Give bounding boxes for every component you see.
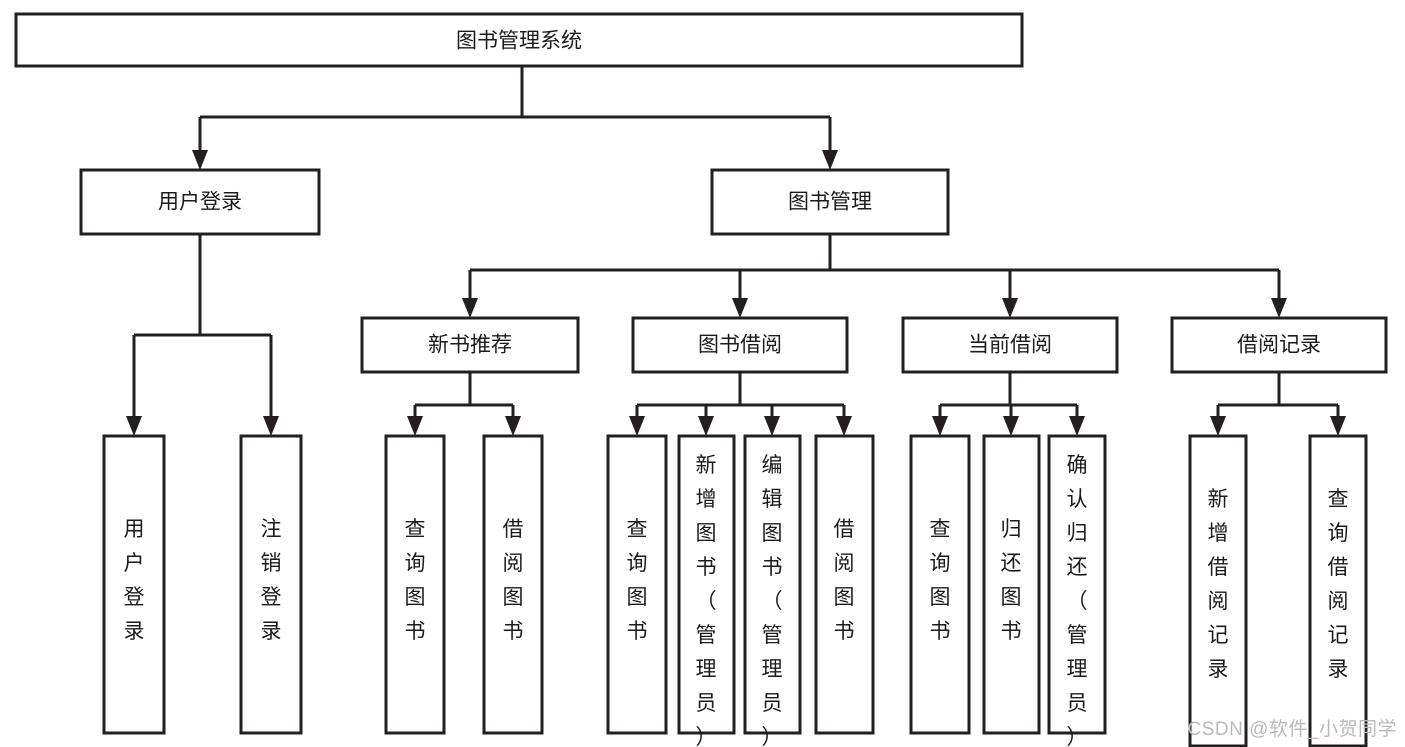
node-new-book-recommend-box[interactable] xyxy=(360,316,580,374)
node-leaf-borrow-book-1-label: 借阅图书 xyxy=(503,518,524,643)
node-leaf-logout-login-label: 注销登录 xyxy=(261,518,282,643)
node-current-borrow[interactable]: 当前借阅 xyxy=(901,316,1119,374)
node-book-management-box[interactable] xyxy=(710,168,950,236)
arrow-head-add-borrow-record xyxy=(1210,416,1226,436)
arrow-head-leaf-logout-login xyxy=(263,416,279,436)
node-leaf-edit-book-admin[interactable]: 编辑图书（管理员） xyxy=(743,434,802,747)
arrow-head-current-borrow xyxy=(1002,298,1018,318)
node-current-borrow-box[interactable] xyxy=(901,316,1119,374)
node-leaf-query-borrow-record-label: 查询借阅记录 xyxy=(1328,488,1349,681)
node-leaf-logout-login-box[interactable] xyxy=(239,434,303,735)
node-book-management[interactable]: 图书管理 xyxy=(710,168,950,236)
node-leaf-borrow-book-2-box[interactable] xyxy=(814,434,875,735)
arrow-head-user-login xyxy=(192,150,208,170)
node-leaf-user-login-label: 用户登录 xyxy=(124,518,145,643)
node-leaf-borrow-book-2-label: 借阅图书 xyxy=(834,518,855,643)
arrow-head-borrow-record xyxy=(1271,298,1287,318)
node-leaf-borrow-book-1[interactable]: 借阅图书 xyxy=(482,434,544,735)
node-leaf-add-borrow-record-box[interactable] xyxy=(1188,434,1248,747)
arrow-head-new-book-recommend xyxy=(462,298,478,318)
node-leaf-user-login[interactable]: 用户登录 xyxy=(102,434,166,735)
node-leaf-query-book-3-box[interactable] xyxy=(909,434,971,735)
node-book-management-label: 图书管理 xyxy=(788,191,872,214)
node-leaf-query-book-2-label: 查询图书 xyxy=(627,518,648,643)
node-leaf-add-borrow-record[interactable]: 新增借阅记录 xyxy=(1188,434,1248,747)
node-leaf-add-book-admin-label: 新增图书（管理员） xyxy=(696,454,717,747)
arrow-head-leaf-user-login xyxy=(126,416,142,436)
node-leaf-query-book-3[interactable]: 查询图书 xyxy=(909,434,971,735)
node-leaf-user-login-box[interactable] xyxy=(102,434,166,735)
node-leaf-confirm-return-admin-box[interactable] xyxy=(1047,434,1107,735)
arrow-head-add-book-admin xyxy=(698,416,714,436)
node-leaf-return-book-label: 归还图书 xyxy=(1001,518,1022,643)
arrow-head-borrow-book-1 xyxy=(505,416,521,436)
node-current-borrow-label: 当前借阅 xyxy=(968,334,1052,357)
node-user-login-box[interactable] xyxy=(79,168,321,236)
node-leaf-confirm-return-admin[interactable]: 确认归还（管理员） xyxy=(1047,434,1107,747)
node-leaf-add-book-admin-box[interactable] xyxy=(677,434,736,735)
node-leaf-query-book-1-box[interactable] xyxy=(384,434,446,735)
node-root-box[interactable] xyxy=(14,12,1024,68)
arrow-head-query-book-1 xyxy=(407,416,423,436)
node-leaf-borrow-book-2[interactable]: 借阅图书 xyxy=(814,434,875,735)
connector-layer xyxy=(126,66,1346,436)
arrow-head-return-book xyxy=(1003,416,1019,436)
arrow-head-book-borrow xyxy=(732,298,748,318)
node-leaf-confirm-return-admin-label: 确认归还（管理员） xyxy=(1067,454,1088,747)
arrow-head-query-book-2 xyxy=(629,416,645,436)
node-user-login[interactable]: 用户登录 xyxy=(79,168,321,236)
node-leaf-query-book-2[interactable]: 查询图书 xyxy=(606,434,668,735)
node-book-borrow[interactable]: 图书借阅 xyxy=(631,316,849,374)
arrow-head-query-book-3 xyxy=(932,416,948,436)
node-root[interactable]: 图书管理系统 xyxy=(14,12,1024,68)
node-leaf-add-borrow-record-label: 新增借阅记录 xyxy=(1208,488,1229,681)
node-new-book-recommend-label: 新书推荐 xyxy=(428,334,512,357)
node-root-label: 图书管理系统 xyxy=(456,30,582,53)
node-leaf-return-book-box[interactable] xyxy=(982,434,1041,735)
arrow-head-book-management xyxy=(822,150,838,170)
node-leaf-query-borrow-record-box[interactable] xyxy=(1308,434,1368,747)
node-leaf-borrow-book-1-box[interactable] xyxy=(482,434,544,735)
node-leaf-query-book-3-label: 查询图书 xyxy=(930,518,951,643)
node-leaf-edit-book-admin-label: 编辑图书（管理员） xyxy=(762,454,783,747)
node-user-login-label: 用户登录 xyxy=(158,191,242,214)
node-book-borrow-box[interactable] xyxy=(631,316,849,374)
node-borrow-record-box[interactable] xyxy=(1170,316,1388,374)
arrow-head-query-borrow-record xyxy=(1330,416,1346,436)
node-borrow-record-label: 借阅记录 xyxy=(1237,334,1321,357)
node-new-book-recommend[interactable]: 新书推荐 xyxy=(360,316,580,374)
node-leaf-add-book-admin[interactable]: 新增图书（管理员） xyxy=(677,434,736,747)
node-book-borrow-label: 图书借阅 xyxy=(698,334,782,357)
node-leaf-query-borrow-record[interactable]: 查询借阅记录 xyxy=(1308,434,1368,747)
node-leaf-edit-book-admin-box[interactable] xyxy=(743,434,802,735)
node-leaf-query-book-1-label: 查询图书 xyxy=(405,518,426,643)
arrow-head-edit-book-admin xyxy=(764,416,780,436)
arrow-head-confirm-return-admin xyxy=(1069,416,1085,436)
node-leaf-logout-login[interactable]: 注销登录 xyxy=(239,434,303,735)
node-leaf-query-book-2-box[interactable] xyxy=(606,434,668,735)
node-borrow-record[interactable]: 借阅记录 xyxy=(1170,316,1388,374)
node-leaf-return-book[interactable]: 归还图书 xyxy=(982,434,1041,735)
node-leaf-query-book-1[interactable]: 查询图书 xyxy=(384,434,446,735)
arrow-head-borrow-book-2 xyxy=(836,416,852,436)
